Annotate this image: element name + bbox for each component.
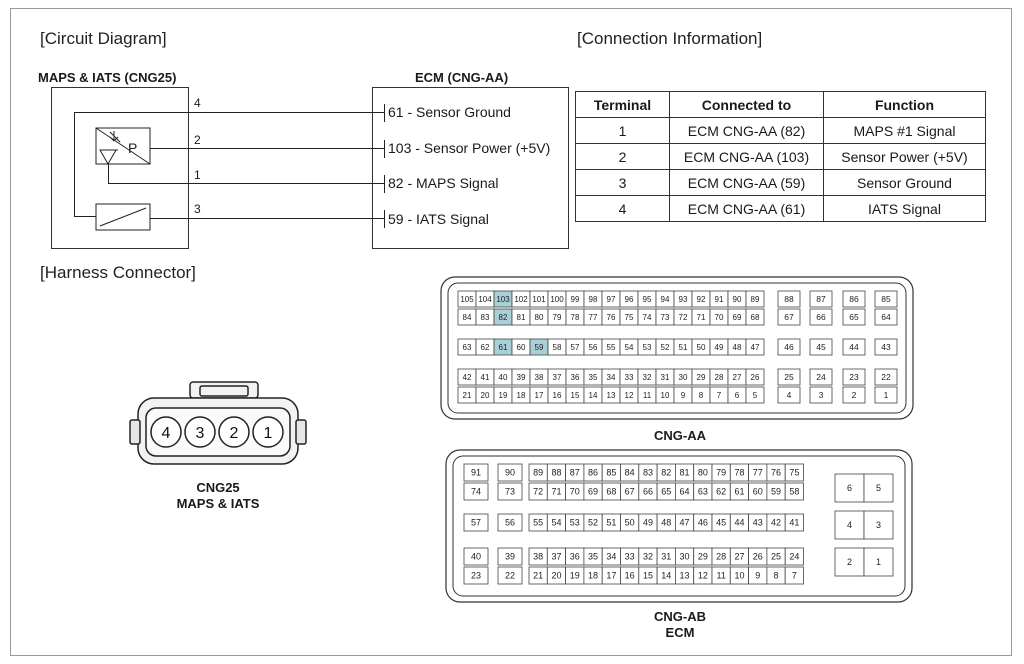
cell-function: IATS Signal: [823, 195, 986, 222]
circuit-diagram-title: [Circuit Diagram]: [40, 29, 167, 48]
wire-pin4: [189, 112, 384, 113]
col-header-function: Function: [823, 91, 986, 118]
cng-ab-caption-ecm: ECM: [665, 625, 695, 640]
connection-information-title: [Connection Information]: [577, 29, 763, 48]
cell-terminal: 3: [575, 169, 670, 196]
cell-connected-to: ECM CNG-AA (61): [669, 195, 824, 222]
cell-function: MAPS #1 Signal: [823, 117, 986, 144]
table-row: 3 ECM CNG-AA (59) Sensor Ground: [575, 169, 986, 196]
ground-bus-top: [74, 112, 189, 113]
col-header-connected-to: Connected to: [669, 91, 824, 118]
cell-connected-to: ECM CNG-AA (82): [669, 117, 824, 144]
cell-connected-to: ECM CNG-AA (103): [669, 143, 824, 170]
pin-label-4: 4: [194, 96, 201, 110]
ecm-label-iats-signal: 59 - IATS Signal: [388, 211, 489, 227]
ground-bus-bottom: [74, 216, 96, 217]
table-row: 4 ECM CNG-AA (61) IATS Signal: [575, 195, 986, 222]
ecm-label-sensor-ground: 61 - Sensor Ground: [388, 104, 511, 120]
ground-bus-vertical: [74, 112, 75, 216]
ecm-name: ECM (CNG-AA): [415, 70, 509, 85]
pin-label-2: 2: [194, 133, 201, 147]
ecm-term-103: [384, 140, 385, 158]
component-name: MAPS & IATS (CNG25): [38, 70, 177, 85]
wire-pin3: [150, 218, 384, 219]
cell-terminal: 1: [575, 117, 670, 144]
cell-function: Sensor Power (+5V): [823, 143, 986, 170]
maps-signal-drop: [108, 164, 109, 184]
harness-connector-title: [Harness Connector]: [40, 263, 196, 282]
ecm-box: [372, 87, 569, 249]
cell-terminal: 4: [575, 195, 670, 222]
pin-label-3: 3: [194, 202, 201, 216]
wire-pin1: [108, 183, 384, 184]
cell-terminal: 2: [575, 143, 670, 170]
table-row: 2 ECM CNG-AA (103) Sensor Power (+5V): [575, 143, 986, 170]
diagram-frame: [10, 8, 1012, 656]
cng-ab-caption: CNG-AB: [654, 609, 706, 624]
cell-function: Sensor Ground: [823, 169, 986, 196]
harness-caption-id: CNG25: [196, 480, 240, 495]
ecm-label-sensor-power: 103 - Sensor Power (+5V): [388, 140, 551, 156]
ecm-term-59: [384, 210, 385, 228]
col-header-terminal: Terminal: [575, 91, 670, 118]
wire-pin2: [150, 148, 384, 149]
ecm-term-82: [384, 175, 385, 193]
ecm-term-61: [384, 104, 385, 122]
sensor-box: [51, 87, 189, 249]
harness-caption-name: MAPS & IATS: [176, 496, 260, 511]
ecm-label-maps-signal: 82 - MAPS Signal: [388, 175, 499, 191]
cng-aa-caption: CNG-AA: [654, 428, 706, 443]
connection-table: Terminal Connected to Function 1 ECM CNG…: [575, 91, 986, 222]
table-row: 1 ECM CNG-AA (82) MAPS #1 Signal: [575, 117, 986, 144]
cell-connected-to: ECM CNG-AA (59): [669, 169, 824, 196]
pin-label-1: 1: [194, 168, 201, 182]
